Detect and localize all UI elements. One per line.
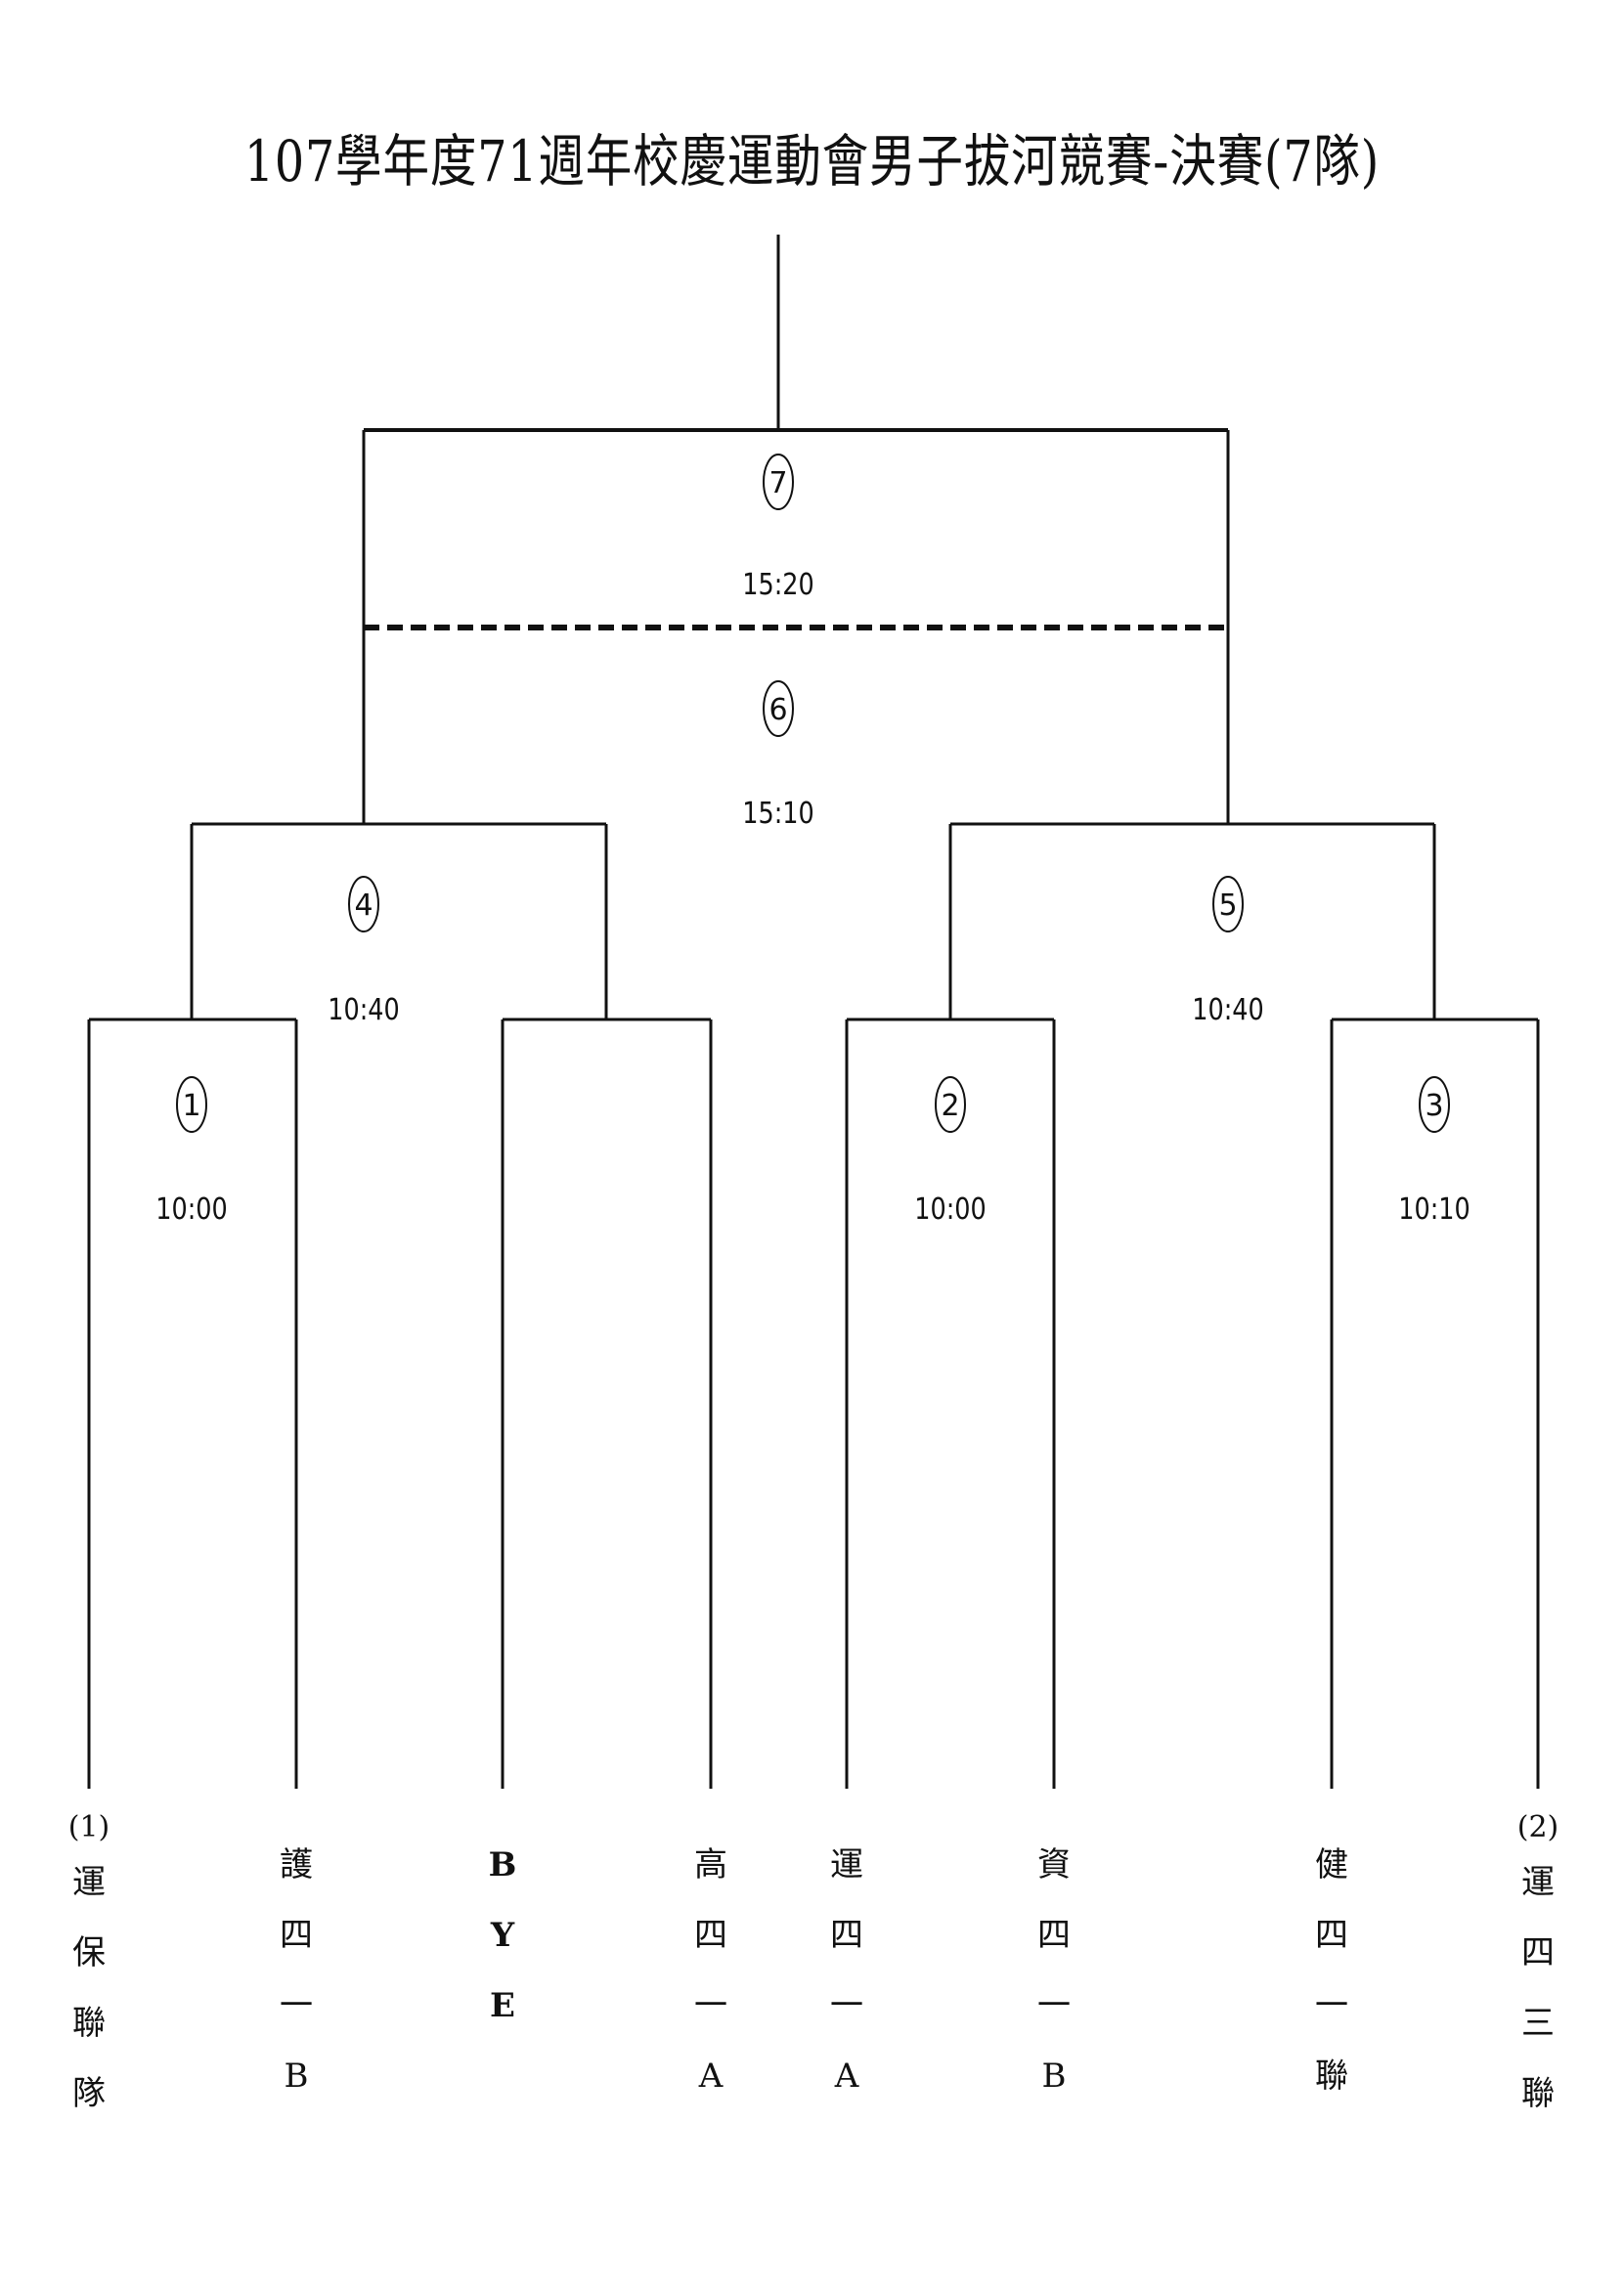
match-time: 10:00 <box>914 1191 986 1227</box>
team-name-5: 運 四 一 A <box>817 1830 876 2111</box>
match-1-label: 1 10:00 <box>155 1076 228 1227</box>
match-number: 6 <box>768 693 787 727</box>
match-number: 7 <box>768 466 787 500</box>
team-name-8: (2) 運 四 三 聯 <box>1509 1808 1567 2129</box>
team-label: 運 保 聯 隊 <box>72 1863 106 2113</box>
team-label: 運 四 三 聯 <box>1521 1863 1555 2113</box>
match-number-circle <box>1212 876 1244 932</box>
match-time: 10:00 <box>155 1191 227 1227</box>
page-title: 107學年度71週年校慶運動會男子拔河競賽-決賽(7隊) <box>243 128 1381 195</box>
team-label: 高 四 一 A <box>694 1845 727 2096</box>
team-name-6: 資 四 一 B <box>1025 1830 1083 2111</box>
match-time: 10:40 <box>328 992 399 1027</box>
match-time: 10:40 <box>1192 992 1263 1027</box>
match-2-label: 2 10:00 <box>914 1076 987 1227</box>
team-name-3: B Y E <box>473 1830 532 2041</box>
match-number-circle <box>176 1076 207 1133</box>
match-4-label: 4 10:40 <box>328 876 400 1027</box>
match-time: 15:10 <box>742 796 813 831</box>
match-number-circle <box>763 680 794 737</box>
match-7-label: 7 15:20 <box>742 454 814 602</box>
team-name-7: 健 四 一 聯 <box>1302 1830 1361 2111</box>
team-name-4: 高 四 一 A <box>681 1830 740 2111</box>
team-label: B Y E <box>488 1845 517 2025</box>
match-number-circle <box>763 454 794 510</box>
team-label: 運 四 一 A <box>830 1845 863 2096</box>
match-number: 4 <box>354 888 373 923</box>
match-number: 3 <box>1425 1089 1443 1123</box>
team-label: 資 四 一 B <box>1037 1845 1071 2096</box>
match-number-circle <box>348 876 379 932</box>
team-name-1: (1) 運 保 聯 隊 <box>60 1808 118 2129</box>
match-number: 2 <box>941 1089 959 1123</box>
team-name-2: 護 四 一 B <box>267 1830 326 2111</box>
match-time: 15:20 <box>742 567 813 602</box>
match-5-label: 5 10:40 <box>1192 876 1264 1027</box>
team-seed: (1) <box>67 1810 110 1844</box>
match-number-circle <box>935 1076 966 1133</box>
match-number-circle <box>1419 1076 1450 1133</box>
team-label: 護 四 一 B <box>280 1845 313 2096</box>
match-6-label: 6 15:10 <box>742 680 814 831</box>
match-number: 1 <box>182 1089 200 1123</box>
match-number: 5 <box>1218 888 1237 923</box>
match-3-label: 3 10:10 <box>1398 1076 1470 1227</box>
team-label: 健 四 一 聯 <box>1315 1845 1348 2096</box>
match-time: 10:10 <box>1398 1191 1470 1227</box>
team-seed: (2) <box>1516 1810 1559 1844</box>
